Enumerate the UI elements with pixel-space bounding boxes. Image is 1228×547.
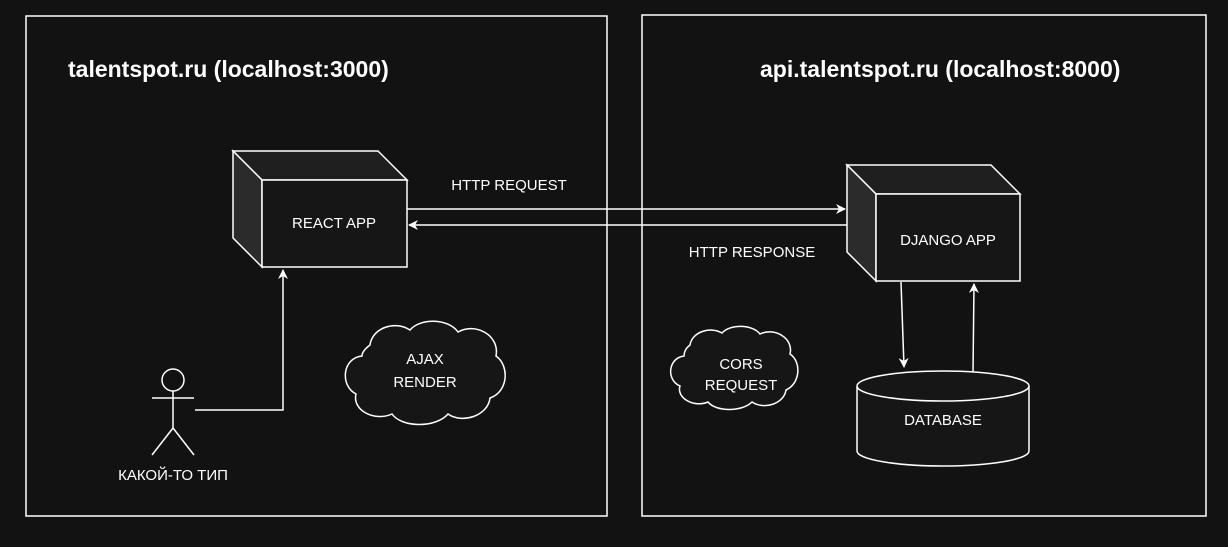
database-label: DATABASE [904,412,982,429]
database-to-django-arrow [968,283,979,374]
django-app-node[interactable]: DJANGO APP [845,163,1022,283]
frontend-zone-title: talentspot.ru (localhost:3000) [68,56,389,82]
cors-cloud-line1: CORS [719,356,762,373]
react-app-box-top [231,150,409,181]
django-app-box-front [875,193,1021,282]
user-icon [151,368,195,456]
ajax-cloud-line2: RENDER [393,374,457,391]
user-label: КАКОЙ-ТО ТИП [118,466,228,484]
user-to-react-arrow [195,269,288,411]
react-app-node[interactable]: REACT APP [231,149,409,269]
django-app-box-top [845,164,1022,195]
database-cylinder-body [856,386,1030,467]
ajax-render-cloud: AJAX RENDER [344,320,506,426]
database-cylinder-top [856,370,1030,402]
cors-cloud-icon [670,325,799,411]
django-to-database-arrow [898,281,909,368]
django-app-label: DJANGO APP [900,232,996,249]
backend-zone: api.talentspot.ru (localhost:8000) [641,14,1207,517]
database-node[interactable]: DATABASE [856,370,1030,467]
backend-zone-border [641,14,1207,517]
ajax-cloud-line1: AJAX [406,351,444,368]
cors-cloud-line2: REQUEST [705,377,778,394]
frontend-zone-border [25,15,608,517]
ajax-cloud-icon [344,320,506,426]
http-response-label: HTTP RESPONSE [689,244,815,261]
user-actor[interactable]: КАКОЙ-ТО ТИП [118,368,228,484]
http-response-edge: HTTP RESPONSE [408,220,847,261]
http-request-edge: HTTP REQUEST [407,177,846,214]
frontend-zone: talentspot.ru (localhost:3000) [25,15,608,517]
react-app-box-front [261,179,408,268]
http-request-label: HTTP REQUEST [451,177,567,194]
backend-zone-title: api.talentspot.ru (localhost:8000) [760,56,1120,82]
react-app-label: REACT APP [292,215,376,232]
cors-request-cloud: CORS REQUEST [670,325,799,411]
